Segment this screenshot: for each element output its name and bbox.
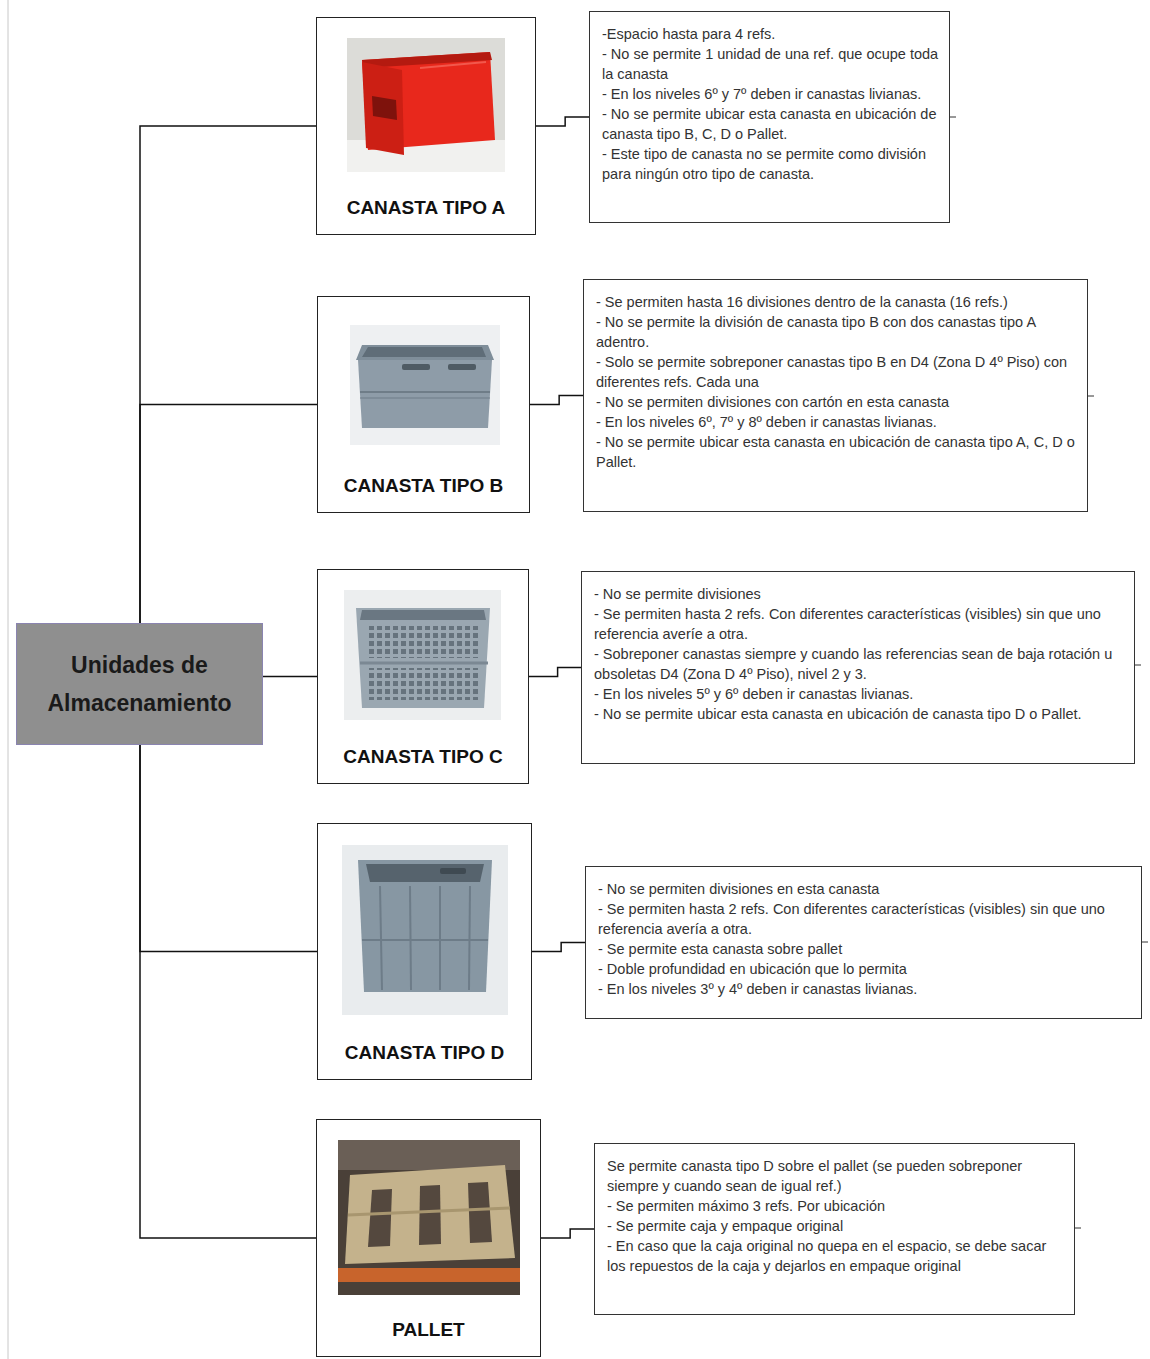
rule-text: Se permite canasta tipo D sobre el palle…	[607, 1156, 1064, 1196]
basket-c-photo	[344, 590, 501, 720]
basket-a-photo	[347, 38, 505, 172]
basket-label: CANASTA TIPO C	[341, 745, 504, 769]
basket-d-photo	[342, 845, 508, 1015]
rules-box: - Se permiten hasta 16 divisiones dentro…	[583, 279, 1088, 512]
basket-box: CANASTA TIPO C	[317, 569, 529, 784]
rule-text: - No se permite 1 unidad de una ref. que…	[602, 44, 939, 84]
basket-box: CANASTA TIPO B	[317, 296, 530, 513]
rule-text: - Se permiten hasta 16 divisiones dentro…	[596, 292, 1077, 312]
rule-text: - En los niveles 5º y 6º deben ir canast…	[594, 684, 1124, 704]
rule-text: - No se permite ubicar esta canasta en u…	[596, 432, 1077, 472]
hub-title: Unidades de Almacenamiento	[29, 646, 250, 722]
connector-line	[140, 745, 317, 952]
rule-text: - Doble profundidad en ubicación que lo …	[598, 959, 1131, 979]
rule-text: - Se permiten máximo 3 refs. Por ubicaci…	[607, 1196, 1064, 1216]
connector-line	[532, 943, 585, 952]
connector-line	[529, 668, 581, 677]
connector-line	[536, 117, 589, 126]
page-frame	[8, 0, 9, 1359]
rule-text: - Se permite esta canasta sobre pallet	[598, 939, 1131, 959]
rule-text: - No se permite la división de canasta t…	[596, 312, 1077, 352]
basket-box: CANASTA TIPO A	[316, 17, 536, 235]
rule-text: - No se permiten divisiones en esta cana…	[598, 879, 1131, 899]
rules-box: -Espacio hasta para 4 refs.- No se permi…	[589, 11, 950, 223]
basket-b-photo	[350, 325, 500, 445]
connector-line	[140, 405, 317, 624]
rule-text: - No se permiten divisiones con cartón e…	[596, 392, 1077, 412]
connector-line	[140, 745, 316, 1238]
connector-line	[263, 676, 317, 678]
rule-text: - En caso que la caja original no quepa …	[607, 1236, 1064, 1276]
rule-text: - Solo se permite sobreponer canastas ti…	[596, 352, 1077, 392]
rules-box: - No se permite divisiones- Se permiten …	[581, 571, 1135, 764]
rule-text: - No se permite divisiones	[594, 584, 1124, 604]
connector-line	[140, 126, 316, 623]
rule-text: - Se permite caja y empaque original	[607, 1216, 1064, 1236]
basket-box: PALLET	[316, 1119, 541, 1357]
rule-text: - Se permiten hasta 2 refs. Con diferent…	[598, 899, 1131, 939]
pallet-photo	[338, 1140, 520, 1295]
rule-text: - No se permite ubicar esta canasta en u…	[594, 704, 1124, 724]
rule-text: -Espacio hasta para 4 refs.	[602, 24, 939, 44]
basket-label: CANASTA TIPO B	[342, 474, 505, 498]
connector-line	[541, 1229, 594, 1238]
rule-text: - No se permite ubicar esta canasta en u…	[602, 104, 939, 144]
basket-label: CANASTA TIPO A	[345, 196, 508, 220]
basket-label: PALLET	[390, 1318, 466, 1342]
rule-text: - En los niveles 3º y 4º deben ir canast…	[598, 979, 1131, 999]
basket-box: CANASTA TIPO D	[317, 823, 532, 1080]
basket-label: CANASTA TIPO D	[343, 1041, 506, 1065]
connector-line	[530, 396, 583, 405]
rules-box: - No se permiten divisiones en esta cana…	[585, 866, 1142, 1019]
rule-text: - Este tipo de canasta no se permite com…	[602, 144, 939, 184]
rule-text: - Se permiten hasta 2 refs. Con diferent…	[594, 604, 1124, 644]
rule-text: - Sobreponer canastas siempre y cuando l…	[594, 644, 1124, 684]
rule-text: - En los niveles 6º y 7º deben ir canast…	[602, 84, 939, 104]
hub-box: Unidades de Almacenamiento	[16, 623, 263, 745]
rules-box: Se permite canasta tipo D sobre el palle…	[594, 1143, 1075, 1315]
rule-text: - En los niveles 6º, 7º y 8º deben ir ca…	[596, 412, 1077, 432]
